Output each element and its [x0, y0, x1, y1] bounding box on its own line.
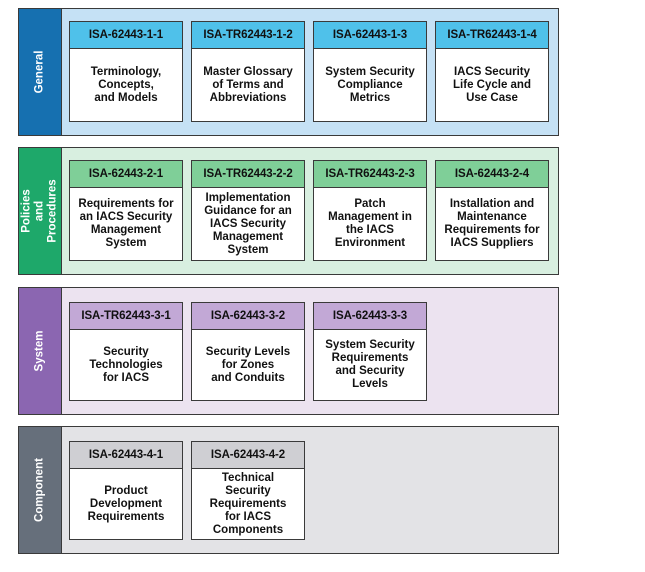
group-policies-and-procedures: Policies and Procedures ISA-62443-2-1 Re…	[18, 147, 559, 275]
card-isa-62443-3-2: ISA-62443-3-2 Security Levels for Zones …	[191, 302, 305, 401]
card-id: ISA-TR62443-2-2	[192, 161, 304, 188]
card-isa-tr62443-2-3: ISA-TR62443-2-3 Patch Management in the …	[313, 160, 427, 261]
card-isa-62443-2-1: ISA-62443-2-1 Requirements for an IACS S…	[69, 160, 183, 261]
card-isa-62443-3-3: ISA-62443-3-3 System Security Requiremen…	[313, 302, 427, 401]
card-id: ISA-62443-4-1	[70, 442, 182, 469]
card-title: Product Development Requirements	[87, 484, 165, 523]
card-title: Technical Security Requirements for IACS…	[209, 471, 287, 536]
card-isa-tr62443-2-2: ISA-TR62443-2-2 Implementation Guidance …	[191, 160, 305, 261]
card-id: ISA-TR62443-1-2	[192, 22, 304, 49]
card-title: System Security Compliance Metrics	[325, 65, 415, 104]
card-isa-62443-2-4: ISA-62443-2-4 Installation and Maintenan…	[435, 160, 549, 261]
group-component: Component ISA-62443-4-1 Product Developm…	[18, 426, 559, 554]
group-component-sidebar: Component	[19, 427, 62, 553]
card-id: ISA-TR62443-3-1	[70, 303, 182, 330]
card-id: ISA-62443-4-2	[192, 442, 304, 469]
card-title: Security Levels for Zones and Conduits	[205, 345, 291, 384]
card-title: Patch Management in the IACS Environment	[328, 198, 412, 249]
card-title: Implementation Guidance for an IACS Secu…	[204, 191, 292, 256]
card-isa-tr62443-1-4: ISA-TR62443-1-4 IACS Security Life Cycle…	[435, 21, 549, 122]
card-id: ISA-62443-3-3	[314, 303, 426, 330]
card-id: ISA-62443-1-1	[70, 22, 182, 49]
card-id: ISA-62443-1-3	[314, 22, 426, 49]
group-system-label: System	[33, 330, 46, 372]
card-title: Requirements for an IACS Security Manage…	[78, 198, 174, 249]
card-isa-62443-4-1: ISA-62443-4-1 Product Development Requir…	[69, 441, 183, 540]
group-policies-sidebar: Policies and Procedures	[19, 148, 62, 274]
group-system: System ISA-TR62443-3-1 Security Technolo…	[18, 287, 559, 415]
card-title: IACS Security Life Cycle and Use Case	[453, 65, 531, 104]
card-id: ISA-TR62443-2-3	[314, 161, 426, 188]
card-id: ISA-TR62443-1-4	[436, 22, 548, 49]
card-title: Installation and Maintenance Requirement…	[444, 198, 540, 249]
card-id: ISA-62443-3-2	[192, 303, 304, 330]
card-isa-62443-1-3: ISA-62443-1-3 System Security Compliance…	[313, 21, 427, 122]
card-title: System Security Requirements and Securit…	[325, 339, 415, 390]
card-isa-62443-1-1: ISA-62443-1-1 Terminology, Concepts, and…	[69, 21, 183, 122]
card-isa-tr62443-1-2: ISA-TR62443-1-2 Master Glossary of Terms…	[191, 21, 305, 122]
card-isa-62443-4-2: ISA-62443-4-2 Technical Security Require…	[191, 441, 305, 540]
card-id: ISA-62443-2-1	[70, 161, 182, 188]
group-general-label: General	[33, 50, 46, 94]
card-title: Terminology, Concepts, and Models	[90, 65, 162, 104]
card-id: ISA-62443-2-4	[436, 161, 548, 188]
group-component-label: Component	[33, 458, 46, 522]
group-policies-label: Policies and Procedures	[20, 179, 59, 243]
card-title: Security Technologies for IACS	[89, 345, 163, 384]
card-isa-tr62443-3-1: ISA-TR62443-3-1 Security Technologies fo…	[69, 302, 183, 401]
group-system-sidebar: System	[19, 288, 62, 414]
group-general-sidebar: General	[19, 9, 62, 135]
card-title: Master Glossary of Terms and Abbreviatio…	[203, 65, 293, 104]
group-general: General ISA-62443-1-1 Terminology, Conce…	[18, 8, 559, 136]
